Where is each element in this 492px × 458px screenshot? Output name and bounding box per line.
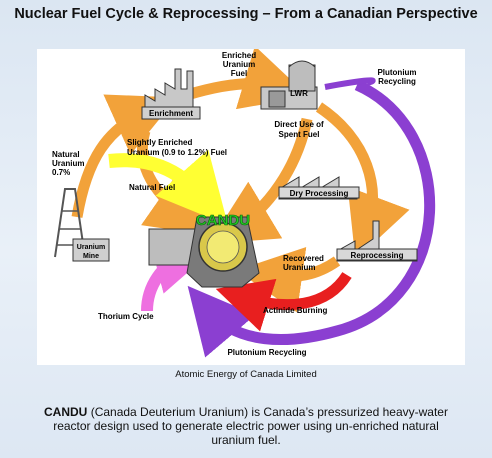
natural-fuel-label: Natural Fuel [129,183,175,192]
natural-fuel-arrow [108,149,229,226]
plutonium-recycling-arrow [187,79,436,358]
pu-top-line-2: Recycling [378,77,416,86]
plutonium-recycling-bottom-label: Plutonium Recycling [227,348,306,357]
natural-uranium-label: Natural Uranium 0.7% [52,150,84,177]
natural-uranium-line-3: 0.7% [52,168,70,177]
actinide-burning-label: Actinide Burning [263,306,328,315]
caption-text: (Canada Deuterium Uranium) is Canada’s p… [53,405,448,447]
image-credit: Atomic Energy of Canada Limited [175,369,317,380]
dry-processing-building: Dry Processing [278,176,360,200]
caption-term: CANDU [44,405,88,419]
plutonium-recycling-top-arrow [324,77,376,90]
candu-reactor: CANDU [148,212,260,288]
orange-fuel-arrow-top [185,45,309,110]
slightly-enriched-line-1: Slightly Enriched [127,138,192,147]
enriched-uranium-fuel-label: Enriched Uranium Fuel [222,51,256,78]
slightly-enriched-label: Slightly Enriched Uranium (0.9 to 1.2%) … [127,138,227,157]
thorium-cycle-label: Thorium Cycle [98,312,154,321]
recovered-uranium-label: Recovered Uranium [283,254,324,272]
lwr-label: LWR [290,89,308,98]
reprocessing-label: Reprocessing [351,251,404,260]
enrichment-building: Enrichment [141,68,201,120]
pu-top-line-1: Plutonium [377,68,416,77]
enrichment-label: Enrichment [149,109,193,118]
lwr-building: LWR [260,60,318,110]
candu-label: CANDU [196,212,250,229]
uranium-mine-label-2: Mine [83,253,99,260]
enriched-label-line-1: Enriched [222,51,256,60]
enriched-label-line-3: Fuel [231,69,247,78]
orange-fuel-arrow-right [315,102,410,260]
fuel-cycle-diagram: Enrichment LWR Dry Processing Reprocessi… [37,45,465,365]
direct-use-line-1: Direct Use of [274,120,324,129]
orange-fuel-arrow-left [71,94,178,218]
recovered-uranium-line-2: Uranium [283,263,315,272]
recovered-uranium-line-1: Recovered [283,254,324,263]
slightly-enriched-line-2: Uranium (0.9 to 1.2%) Fuel [127,148,227,157]
plutonium-recycling-top-label: Plutonium Recycling [377,68,416,86]
caption: CANDU (Canada Deuterium Uranium) is Cana… [30,405,462,447]
direct-use-label: Direct Use of Spent Fuel [274,120,324,139]
fuel-cycle-svg: Enrichment LWR Dry Processing Reprocessi… [52,45,436,358]
page-title: Nuclear Fuel Cycle & Reprocessing – From… [14,6,478,22]
orange-recovered-uranium-arrow [236,246,341,313]
dry-processing-label: Dry Processing [290,189,349,198]
enriched-label-line-2: Uranium [223,60,255,69]
natural-uranium-line-2: Uranium [52,159,84,168]
uranium-mine: Uranium Mine [54,188,110,262]
natural-uranium-line-1: Natural [52,150,80,159]
direct-use-line-2: Spent Fuel [279,130,320,139]
uranium-mine-label-1: Uranium [77,244,105,251]
actinide-burning-arrow [215,271,352,332]
reprocessing-building: Reprocessing [336,220,418,262]
